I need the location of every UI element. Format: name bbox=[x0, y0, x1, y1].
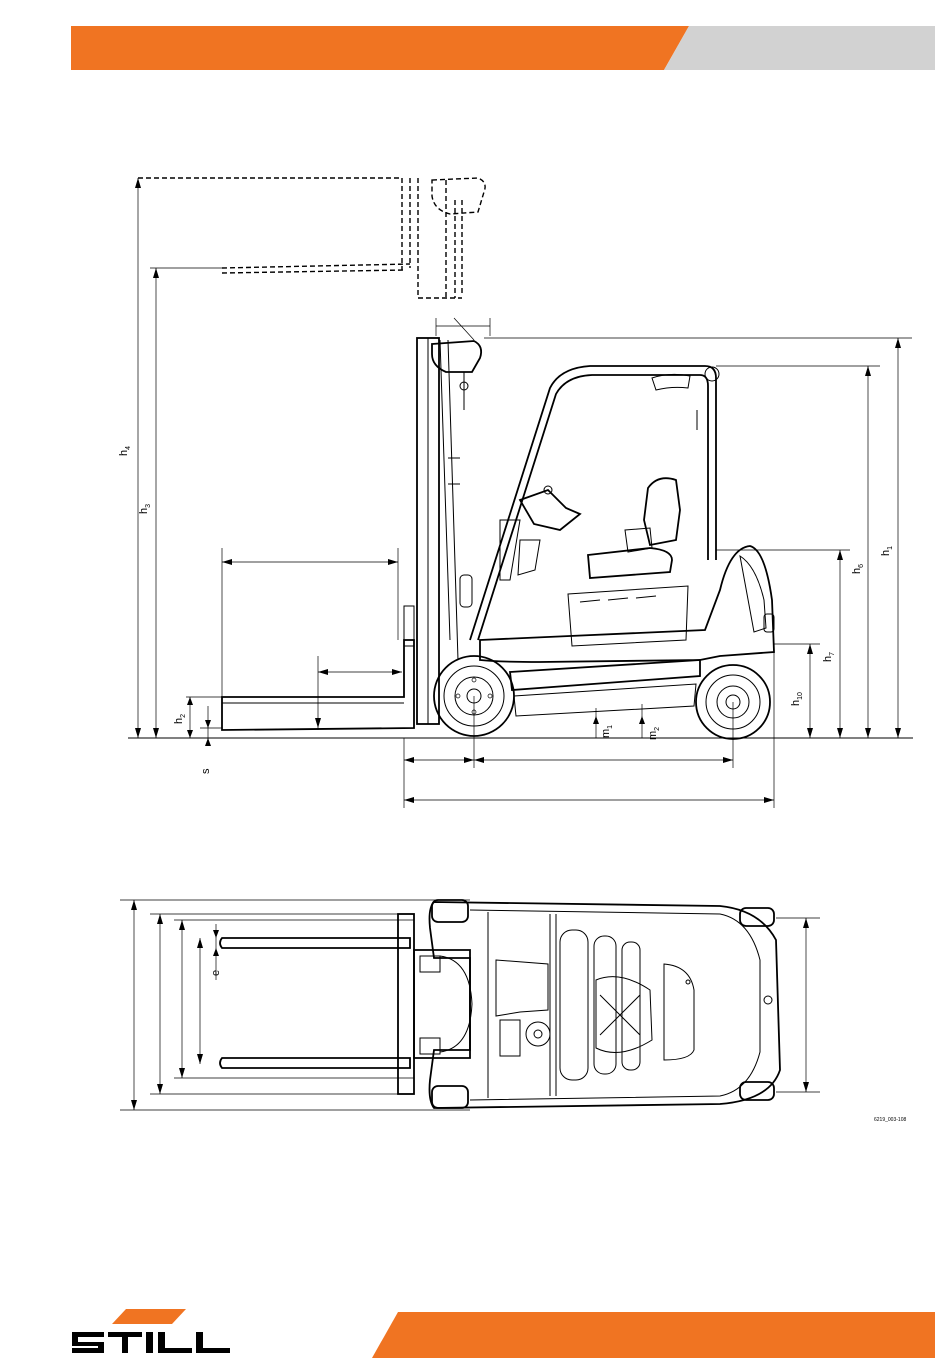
label-h10-main: h bbox=[790, 700, 802, 706]
label-h3: h3 bbox=[138, 504, 152, 514]
label-h4: h4 bbox=[118, 446, 132, 456]
label-h4-main: h bbox=[118, 450, 130, 456]
label-h6-sub: 6 bbox=[858, 564, 865, 568]
label-h10-sub: 10 bbox=[797, 692, 804, 700]
chassis bbox=[480, 546, 774, 716]
label-h2: h2 bbox=[173, 714, 187, 724]
dimension-lines-right bbox=[484, 338, 912, 738]
label-m2-sub: 2 bbox=[654, 727, 661, 731]
side-view bbox=[128, 178, 913, 808]
label-s-main: s bbox=[200, 769, 212, 775]
label-h4-sub: 4 bbox=[125, 446, 132, 450]
drawing-reference: 6219_003-108 bbox=[874, 1117, 906, 1123]
label-m2: m2 bbox=[647, 727, 661, 740]
label-h2-main: h bbox=[173, 718, 185, 724]
label-m1-sub: 1 bbox=[607, 725, 614, 729]
label-h7-sub: 7 bbox=[829, 652, 836, 656]
label-m1: m1 bbox=[600, 725, 614, 738]
label-h7: h7 bbox=[822, 652, 836, 662]
label-h6-main: h bbox=[851, 568, 863, 574]
label-h1: h1 bbox=[880, 546, 894, 556]
logo-wordmark bbox=[72, 1332, 230, 1353]
label-h1-sub: 1 bbox=[887, 546, 894, 550]
raised-carriage bbox=[138, 178, 485, 298]
top-view bbox=[120, 900, 820, 1110]
dimension-lines-bottom bbox=[404, 652, 774, 808]
logo-accent-mark bbox=[112, 1309, 186, 1324]
still-logo bbox=[68, 1308, 233, 1360]
label-h3-sub: 3 bbox=[145, 504, 152, 508]
label-e: e bbox=[210, 970, 222, 976]
cab bbox=[470, 366, 719, 640]
label-h10: h10 bbox=[790, 692, 804, 706]
label-h7-main: h bbox=[822, 656, 834, 662]
label-e-main: e bbox=[210, 970, 222, 976]
label-h2-sub: 2 bbox=[180, 714, 187, 718]
label-h1-main: h bbox=[880, 550, 892, 556]
label-m2-main: m bbox=[647, 731, 659, 740]
label-h6: h6 bbox=[851, 564, 865, 574]
label-m1-main: m bbox=[600, 729, 612, 738]
dimension-lines-left bbox=[135, 178, 490, 746]
label-s: s bbox=[200, 769, 212, 775]
label-h3-main: h bbox=[138, 508, 150, 514]
